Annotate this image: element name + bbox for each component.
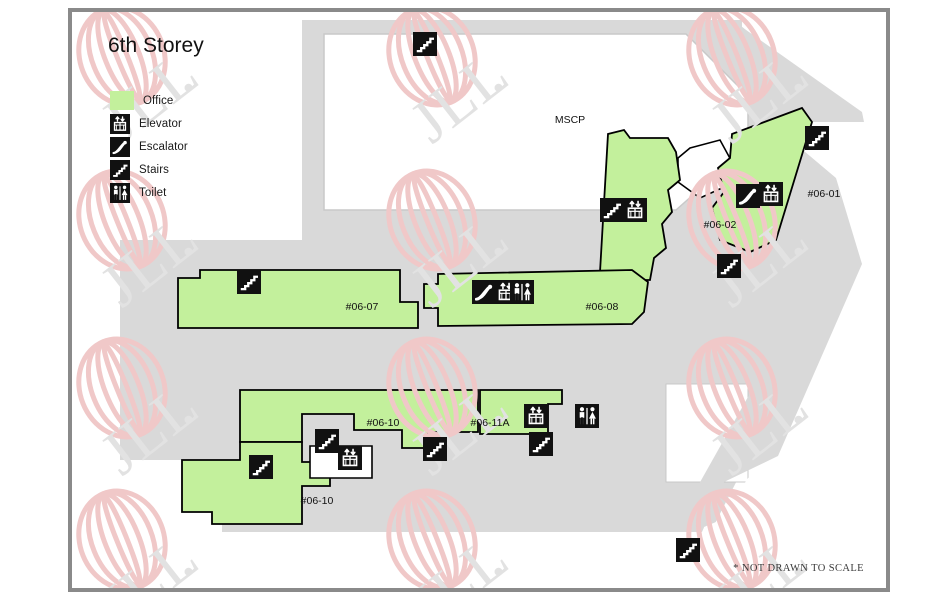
escalator-icon — [472, 280, 498, 306]
stairs-icon — [805, 126, 831, 152]
elevator-icon — [110, 113, 130, 134]
legend-item-elevator: Elevator — [110, 113, 188, 134]
legend-label-toilet: Toilet — [139, 186, 167, 199]
page-title: 6th Storey — [108, 34, 204, 57]
legend-item-toilet: Toilet — [110, 182, 188, 203]
unit-06-10-lower — [181, 441, 331, 525]
stairs-icon — [110, 159, 130, 180]
toilet-icon — [510, 280, 536, 306]
legend-item-escalator: Escalator — [110, 136, 188, 157]
legend: Office Elevator Escalator Stairs Toilet — [110, 90, 188, 205]
stairs-icon — [717, 254, 743, 280]
unit-06-07 — [177, 269, 419, 329]
legend-label-escalator: Escalator — [139, 140, 188, 153]
elevator-icon — [759, 182, 785, 208]
stairs-icon — [249, 455, 275, 481]
legend-item-stairs: Stairs — [110, 159, 188, 180]
stairs-icon — [413, 32, 439, 58]
toilet-icon — [110, 182, 130, 203]
area-label-mscp: MSCP — [554, 114, 586, 126]
room-label-06-10-upper: #06-10 — [366, 417, 400, 429]
stairs-icon — [423, 437, 449, 463]
legend-label-stairs: Stairs — [139, 163, 169, 176]
legend-item-office: Office — [110, 90, 188, 111]
stairs-icon — [237, 270, 263, 296]
stairs-icon — [315, 429, 341, 455]
stairs-icon — [676, 538, 702, 564]
room-label-06-07: #06-07 — [345, 301, 379, 313]
room-label-06-02: #06-02 — [703, 219, 737, 231]
toilet-icon — [575, 404, 601, 430]
room-label-06-11A: #06-11A — [470, 417, 510, 429]
room-label-06-10-lower: #06-10 — [300, 495, 334, 507]
escalator-icon — [110, 136, 130, 157]
elevator-icon — [623, 198, 649, 224]
scale-note: * NOT DRAWN TO SCALE — [733, 563, 864, 574]
room-label-06-01: #06-01 — [807, 188, 841, 200]
legend-label-office: Office — [143, 94, 174, 107]
unit-06-08 — [423, 269, 649, 327]
elevator-icon — [524, 404, 550, 430]
legend-label-elevator: Elevator — [139, 117, 182, 130]
stairs-icon — [529, 432, 555, 458]
room-label-06-08: #06-08 — [585, 301, 619, 313]
stairs-icon — [600, 198, 626, 224]
office-swatch-icon — [110, 91, 134, 110]
elevator-icon — [338, 446, 364, 472]
